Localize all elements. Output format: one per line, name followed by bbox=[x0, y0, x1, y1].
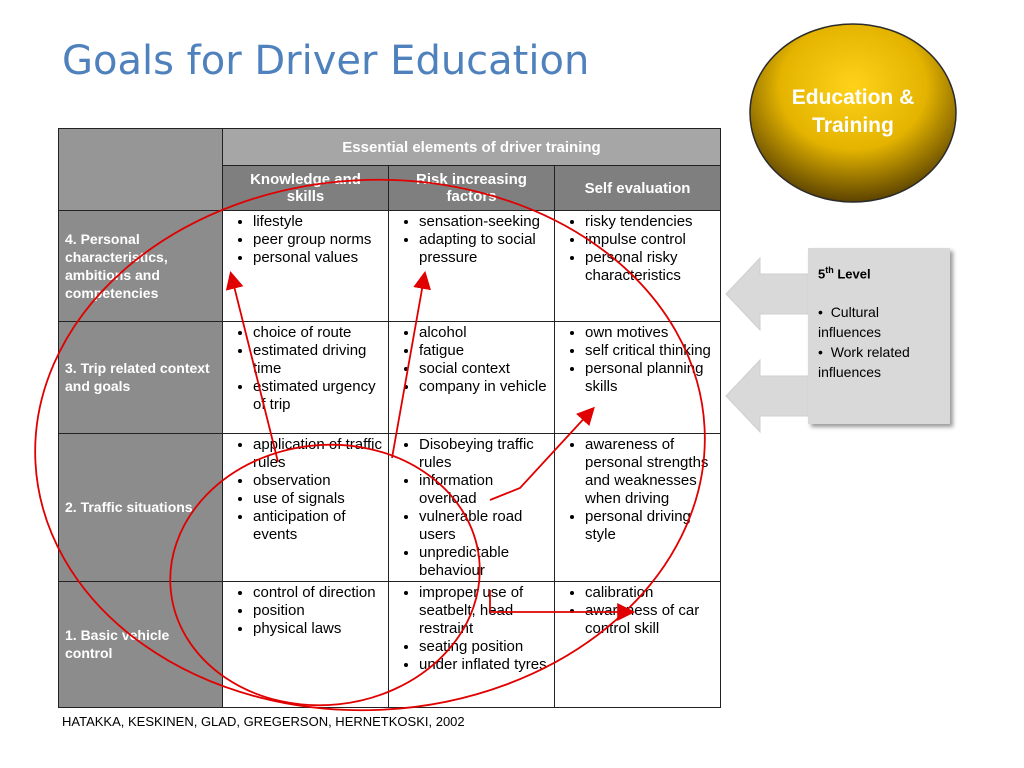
list-item: alcohol bbox=[419, 324, 550, 342]
cell-4-self: risky tendencies impulse control persona… bbox=[553, 210, 722, 322]
list-item: impulse control bbox=[585, 231, 716, 249]
level-heading: 5th Level bbox=[818, 265, 871, 282]
list-item: personal values bbox=[253, 249, 384, 267]
fifth-level-panel: 5th Level • Cultural influences • Work r… bbox=[808, 248, 950, 424]
top-header: Essential elements of driver training bbox=[221, 127, 722, 167]
list-item: unpredictable behaviour bbox=[419, 544, 550, 580]
education-training-badge: Education & Training bbox=[748, 22, 958, 204]
list-item: estimated driving time bbox=[253, 342, 384, 378]
cell-3-risk: alcohol fatigue social context company i… bbox=[388, 320, 555, 435]
list-item: estimated urgency of trip bbox=[253, 378, 384, 414]
list-item: choice of route bbox=[253, 324, 384, 342]
badge-line-1: Education & bbox=[791, 86, 915, 109]
list-item: information overload bbox=[419, 472, 550, 508]
list-item: position bbox=[253, 602, 384, 620]
list-item: social context bbox=[419, 360, 550, 378]
badge-ellipse-icon bbox=[749, 23, 957, 203]
list-item: application of traffic rules bbox=[253, 436, 384, 472]
list-item: observation bbox=[253, 472, 384, 490]
list-item: risky tendencies bbox=[585, 213, 716, 231]
list-item: personal driving style bbox=[585, 508, 716, 544]
list-item: self critical thinking bbox=[585, 342, 716, 360]
list-item: personal planning skills bbox=[585, 360, 716, 396]
row-label-level-2: 2. Traffic situations bbox=[58, 433, 223, 582]
row-label-level-3: 3. Trip related context and goals bbox=[58, 320, 223, 435]
list-item: fatigue bbox=[419, 342, 550, 360]
cell-4-knowledge: lifestyle peer group norms personal valu… bbox=[222, 210, 389, 322]
cell-1-risk: improper use of seatbelt, head restraint… bbox=[388, 580, 555, 709]
list-item: anticipation of events bbox=[253, 508, 384, 544]
cell-3-self: own motives self critical thinking perso… bbox=[553, 320, 722, 435]
list-item: company in vehicle bbox=[419, 378, 550, 396]
list-item: • Cultural influences bbox=[818, 304, 882, 341]
list-item: • Work related influences bbox=[818, 344, 910, 381]
row-label-level-1: 1. Basic vehicle control bbox=[58, 580, 223, 709]
list-item: use of signals bbox=[253, 490, 384, 508]
list-item: lifestyle bbox=[253, 213, 384, 231]
slide-title: Goals for Driver Education bbox=[62, 38, 590, 84]
left-arrow-icon bbox=[725, 358, 810, 434]
citation: HATAKKA, KESKINEN, GLAD, GREGERSON, HERN… bbox=[62, 714, 465, 729]
cell-1-knowledge: control of direction position physical l… bbox=[222, 580, 389, 709]
list-item: awareness of personal strengths and weak… bbox=[585, 436, 716, 508]
corner-cell bbox=[58, 127, 223, 212]
cell-4-risk: sensation-seeking adapting to social pre… bbox=[388, 210, 555, 322]
column-header-knowledge: Knowledge and skills bbox=[222, 165, 389, 212]
column-header-self-evaluation: Self evaluation bbox=[553, 165, 722, 212]
list-item: calibration bbox=[585, 584, 716, 602]
list-item: awareness of car control skill bbox=[585, 602, 716, 638]
list-item: peer group norms bbox=[253, 231, 384, 249]
row-label-level-4: 4. Personal characteristics, ambitions a… bbox=[58, 210, 223, 322]
column-header-risk: Risk increasing factors bbox=[388, 165, 555, 212]
cell-1-self: calibration awareness of car control ski… bbox=[553, 580, 722, 709]
cell-2-self: awareness of personal strengths and weak… bbox=[553, 433, 722, 582]
list-item: own motives bbox=[585, 324, 716, 342]
list-item: improper use of seatbelt, head restraint bbox=[419, 584, 550, 638]
list-item: under inflated tyres bbox=[419, 656, 550, 674]
list-item: seating position bbox=[419, 638, 550, 656]
driver-training-matrix: Essential elements of driver training Kn… bbox=[58, 127, 722, 709]
left-arrow-icon bbox=[725, 256, 810, 332]
cell-2-knowledge: application of traffic rules observation… bbox=[222, 433, 389, 582]
list-item: adapting to social pressure bbox=[419, 231, 550, 267]
list-item: vulnerable road users bbox=[419, 508, 550, 544]
list-item: personal risky characteristics bbox=[585, 249, 716, 285]
cell-3-knowledge: choice of route estimated driving time e… bbox=[222, 320, 389, 435]
list-item: control of direction bbox=[253, 584, 384, 602]
badge-line-2: Training bbox=[812, 114, 894, 137]
cell-2-risk: Disobeying traffic rules information ove… bbox=[388, 433, 555, 582]
list-item: sensation-seeking bbox=[419, 213, 550, 231]
list-item: physical laws bbox=[253, 620, 384, 638]
list-item: Disobeying traffic rules bbox=[419, 436, 550, 472]
